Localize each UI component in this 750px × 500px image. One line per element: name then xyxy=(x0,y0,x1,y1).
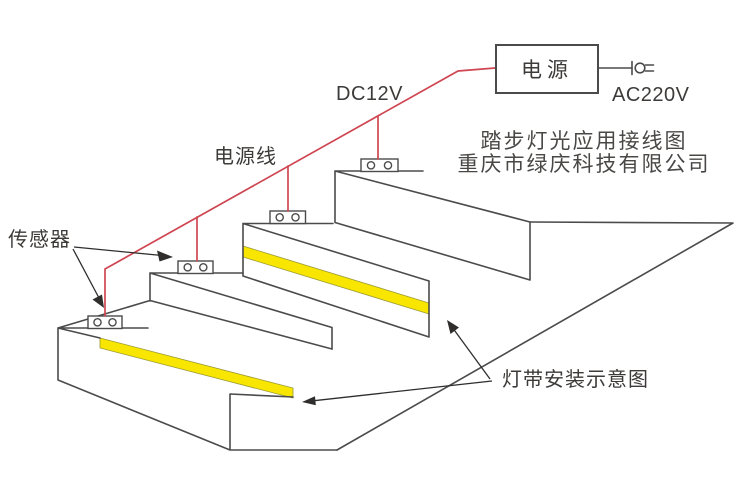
strip-install-label: 灯带安装示意图 xyxy=(502,369,649,391)
side-wedge-outline xyxy=(336,221,734,451)
led-strip-middle-step xyxy=(242,245,430,315)
led-strips xyxy=(99,245,430,399)
sensor-arrow-2-line xyxy=(72,248,100,299)
step4-outline xyxy=(334,170,531,281)
staircase-outline xyxy=(57,170,734,451)
strip-arrowhead-2 xyxy=(302,396,316,406)
main-power-wire xyxy=(104,67,496,317)
annotation-arrowheads xyxy=(92,250,459,406)
diagram-title-line2: 重庆市绿庆科技有限公司 xyxy=(457,153,711,176)
annotation-arrows xyxy=(72,246,493,402)
ac220v-label: AC220V xyxy=(612,84,690,106)
led-strip-bottom-step xyxy=(99,337,294,399)
diagram-title-line1: 踏步灯光应用接线图 xyxy=(480,130,688,153)
dc12v-label: DC12V xyxy=(336,83,403,105)
strip-arrow-2-line xyxy=(312,380,493,402)
diagram-title: 踏步灯光应用接线图 重庆市绿庆科技有限公司 xyxy=(448,130,720,176)
motion-sensor-step1 xyxy=(87,315,123,330)
sensor-arrowhead-2 xyxy=(92,294,104,308)
motion-sensor-step2 xyxy=(177,260,214,275)
power-supply-label: 电源 xyxy=(521,59,573,82)
strip-arrow-1-line xyxy=(451,326,491,380)
sensor-label: 传感器 xyxy=(8,229,71,251)
step1-outline xyxy=(57,299,338,451)
step2-outline xyxy=(149,272,333,350)
step3-outline xyxy=(242,222,430,338)
sensor-arrow-1-line xyxy=(73,246,163,257)
power-wires-red xyxy=(104,67,496,317)
power-supply-box: 电源 xyxy=(495,44,599,94)
power-line-label: 电源线 xyxy=(214,146,277,168)
motion-sensor-step4 xyxy=(360,158,399,173)
motion-sensor-step3 xyxy=(269,210,307,225)
sensor-arrowhead-1 xyxy=(157,250,173,262)
ac-plug-icon xyxy=(595,60,655,76)
strip-arrowhead-1 xyxy=(447,320,459,334)
